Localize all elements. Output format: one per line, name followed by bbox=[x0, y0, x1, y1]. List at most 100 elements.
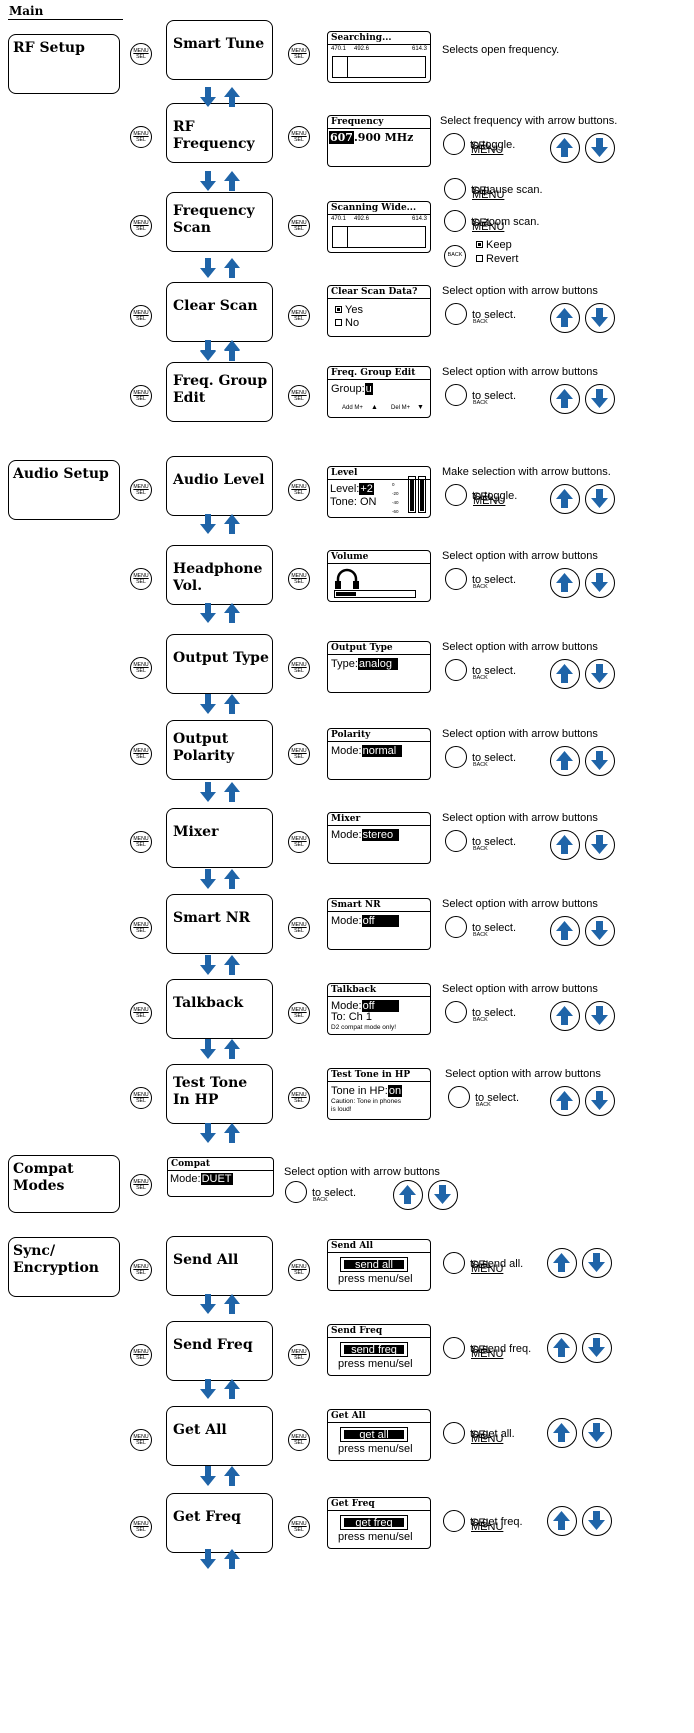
smart-nr-arrow-up-icon[interactable] bbox=[550, 916, 580, 946]
back-button-icon[interactable]: BACK bbox=[285, 1181, 328, 1203]
menu-item-talkback[interactable]: Talkback bbox=[166, 979, 273, 1039]
menu-item-send-freq[interactable]: Send Freq bbox=[166, 1321, 273, 1381]
setting-value[interactable]: stereo bbox=[361, 829, 400, 841]
clear-option-no[interactable]: No bbox=[335, 317, 359, 330]
get-all-arrow-up-icon[interactable] bbox=[547, 1418, 577, 1448]
send-all-arrow-down-icon[interactable] bbox=[582, 1248, 612, 1278]
section-audio[interactable]: Audio Setup bbox=[8, 460, 120, 520]
freq-group-edit-arrow-down-icon[interactable] bbox=[585, 384, 615, 414]
menu-item-output-type[interactable]: Output Type bbox=[166, 634, 273, 694]
get-all-arrow-down-icon[interactable] bbox=[582, 1418, 612, 1448]
back-button-icon[interactable]: BACK bbox=[445, 303, 488, 325]
send-all-action-button[interactable]: send all bbox=[340, 1257, 408, 1272]
back-button-icon[interactable]: BACK bbox=[445, 659, 488, 681]
setting-value[interactable]: analog bbox=[357, 658, 398, 670]
setting-value[interactable]: DUET bbox=[200, 1173, 233, 1185]
clear-scan-arrow-down-icon[interactable] bbox=[585, 303, 615, 333]
output-polarity-arrow-down-icon[interactable] bbox=[585, 746, 615, 776]
menu-item-send-all[interactable]: Send All bbox=[166, 1236, 273, 1296]
output-type-arrow-up-icon[interactable] bbox=[550, 659, 580, 689]
section-rf[interactable]: RF Setup bbox=[8, 34, 120, 94]
menu-item-get-freq[interactable]: Get Freq bbox=[166, 1493, 273, 1553]
audio-level-arrow-up-icon[interactable] bbox=[550, 484, 580, 514]
get-all-action-button[interactable]: get all bbox=[340, 1427, 408, 1442]
back-button-icon[interactable]: BACK bbox=[445, 568, 488, 590]
send-freq-action-button[interactable]: send freq bbox=[340, 1342, 408, 1357]
setting-value[interactable]: u bbox=[364, 383, 373, 395]
send-freq-arrow-down-icon[interactable] bbox=[582, 1333, 612, 1363]
setting-value[interactable]: off bbox=[361, 915, 399, 927]
send-all-arrow-up-icon[interactable] bbox=[547, 1248, 577, 1278]
send-freq-arrow-up-icon[interactable] bbox=[547, 1333, 577, 1363]
section-compat[interactable]: Compat Modes bbox=[8, 1155, 120, 1213]
mixer-arrow-down-icon[interactable] bbox=[585, 830, 615, 860]
freq-group-edit-arrow-up-icon[interactable] bbox=[550, 384, 580, 414]
output-polarity-arrow-up-icon[interactable] bbox=[550, 746, 580, 776]
scan-option-keep[interactable]: Keep bbox=[476, 239, 512, 252]
menu-item-output-polarity[interactable]: Output Polarity bbox=[166, 720, 273, 780]
section-sync[interactable]: Sync/ Encryption bbox=[8, 1237, 120, 1297]
rf-frequency-arrow-down-icon[interactable] bbox=[585, 133, 615, 163]
get-freq-arrow-up-icon[interactable] bbox=[547, 1506, 577, 1536]
talkback-arrow-down-icon[interactable] bbox=[585, 1001, 615, 1031]
back-button-icon[interactable]: BACK bbox=[445, 384, 488, 406]
back-button-icon[interactable]: BACK bbox=[448, 1086, 491, 1108]
compat-arrow-down-icon[interactable] bbox=[428, 1180, 458, 1210]
menu-item-headphone-vol[interactable]: Headphone Vol. bbox=[166, 545, 273, 605]
test-tone-hp-arrow-up-icon[interactable] bbox=[550, 1086, 580, 1116]
menu-item-audio-level[interactable]: Audio Level bbox=[166, 456, 273, 516]
mixer-arrow-up-icon[interactable] bbox=[550, 830, 580, 860]
clear-scan-arrow-up-icon[interactable] bbox=[550, 303, 580, 333]
menu-item-mixer[interactable]: Mixer bbox=[166, 808, 273, 868]
setting-value[interactable]: on bbox=[387, 1085, 403, 1097]
back-button-icon[interactable]: BACK bbox=[445, 916, 488, 938]
get-freq-arrow-down-icon[interactable] bbox=[582, 1506, 612, 1536]
menu-item-smart-tune[interactable]: Smart Tune bbox=[166, 20, 273, 80]
menu-item-test-tone-hp[interactable]: Test Tone In HP bbox=[166, 1064, 273, 1124]
back-button-icon[interactable]: BACK bbox=[445, 746, 488, 768]
compat-arrow-up-icon[interactable] bbox=[393, 1180, 423, 1210]
get-freq-action-button[interactable]: get freq bbox=[340, 1515, 408, 1530]
menu-item-frequency-scan[interactable]: Frequency Scan bbox=[166, 192, 273, 252]
audio-level-arrow-down-icon[interactable] bbox=[585, 484, 615, 514]
headphone-vol-arrow-down-icon[interactable] bbox=[585, 568, 615, 598]
clear-option-yes[interactable]: Yes bbox=[335, 304, 363, 317]
headphone-vol-arrow-up-icon[interactable] bbox=[550, 568, 580, 598]
back-button-icon[interactable]: BACK bbox=[445, 1001, 488, 1023]
